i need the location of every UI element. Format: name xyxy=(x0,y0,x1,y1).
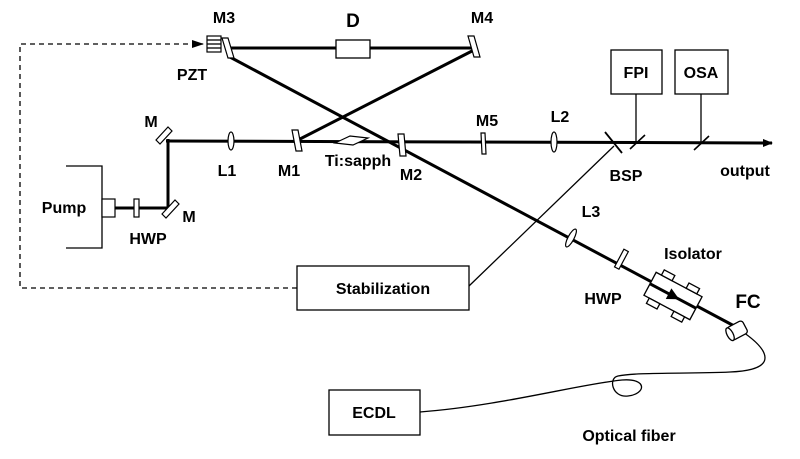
mirror-m3 xyxy=(221,37,235,59)
label-optical-fiber: Optical fiber xyxy=(582,428,675,445)
label-hwp-left: HWP xyxy=(129,231,167,248)
label-osa: OSA xyxy=(684,65,719,82)
mirror-m5 xyxy=(480,132,487,155)
label-l3: L3 xyxy=(582,204,601,221)
main-beam xyxy=(165,138,773,147)
label-stabilization: Stabilization xyxy=(336,281,430,298)
connection-lines xyxy=(19,40,766,413)
lens-l3 xyxy=(565,228,577,248)
label-isolator: Isolator xyxy=(664,246,722,263)
label-output: output xyxy=(720,163,770,180)
pump-output-port xyxy=(101,198,116,218)
diode-element-d xyxy=(335,39,371,59)
label-bsp: BSP xyxy=(610,168,643,185)
isolator-icon xyxy=(643,268,703,324)
feedback-dashed-line xyxy=(19,40,297,289)
label-m4: M4 xyxy=(471,10,493,27)
label-m-top: M xyxy=(144,114,157,131)
label-pump: Pump xyxy=(42,200,87,217)
pzt-actuator-icon xyxy=(206,35,222,53)
beam-splitter-bsp xyxy=(604,131,623,154)
ti-sapphire-crystal xyxy=(332,135,371,146)
label-m5: M5 xyxy=(476,113,498,130)
lens-l1 xyxy=(227,131,235,151)
label-hwp-right: HWP xyxy=(584,291,622,308)
label-ti-sapph: Ti:sapph xyxy=(325,153,391,170)
mirror-m4 xyxy=(467,35,481,58)
mirror-m1 xyxy=(291,129,303,152)
label-l2: L2 xyxy=(551,109,570,126)
optical-fiber-line xyxy=(419,329,766,413)
optical-components xyxy=(133,35,748,342)
half-wave-plate-left xyxy=(133,198,140,218)
label-pzt: PZT xyxy=(177,67,207,84)
label-m-bottom: M xyxy=(182,209,195,226)
label-ecdl: ECDL xyxy=(352,405,396,422)
stabilization-box xyxy=(296,265,470,311)
mirror-m-bottom xyxy=(161,199,180,219)
label-l1: L1 xyxy=(218,163,237,180)
labels: M3 D M4 PZT FPI OSA M L1 M1 Ti:sapph M2 … xyxy=(42,10,771,445)
label-fpi: FPI xyxy=(624,65,649,82)
lens-l2 xyxy=(550,131,558,153)
label-fc: FC xyxy=(735,292,761,313)
cavity-diagonal-m4-m1 xyxy=(297,48,475,142)
equipment-boxes xyxy=(66,49,729,436)
fpi-box xyxy=(610,49,663,95)
fiber-coupler-icon xyxy=(725,320,748,342)
fpi-pickoff-mirror xyxy=(629,134,646,150)
ecdl-box xyxy=(328,389,421,436)
half-wave-plate-right xyxy=(613,248,630,271)
bsp-to-stabilization-line xyxy=(468,145,615,287)
label-m3: M3 xyxy=(213,10,235,27)
osa-pickoff-mirror xyxy=(693,135,710,151)
mirror-m2 xyxy=(397,133,407,157)
label-m2: M2 xyxy=(400,167,422,184)
osa-box xyxy=(674,49,729,95)
label-m1: M1 xyxy=(278,163,300,180)
mirror-m-top xyxy=(155,126,173,145)
label-d: D xyxy=(346,11,360,32)
